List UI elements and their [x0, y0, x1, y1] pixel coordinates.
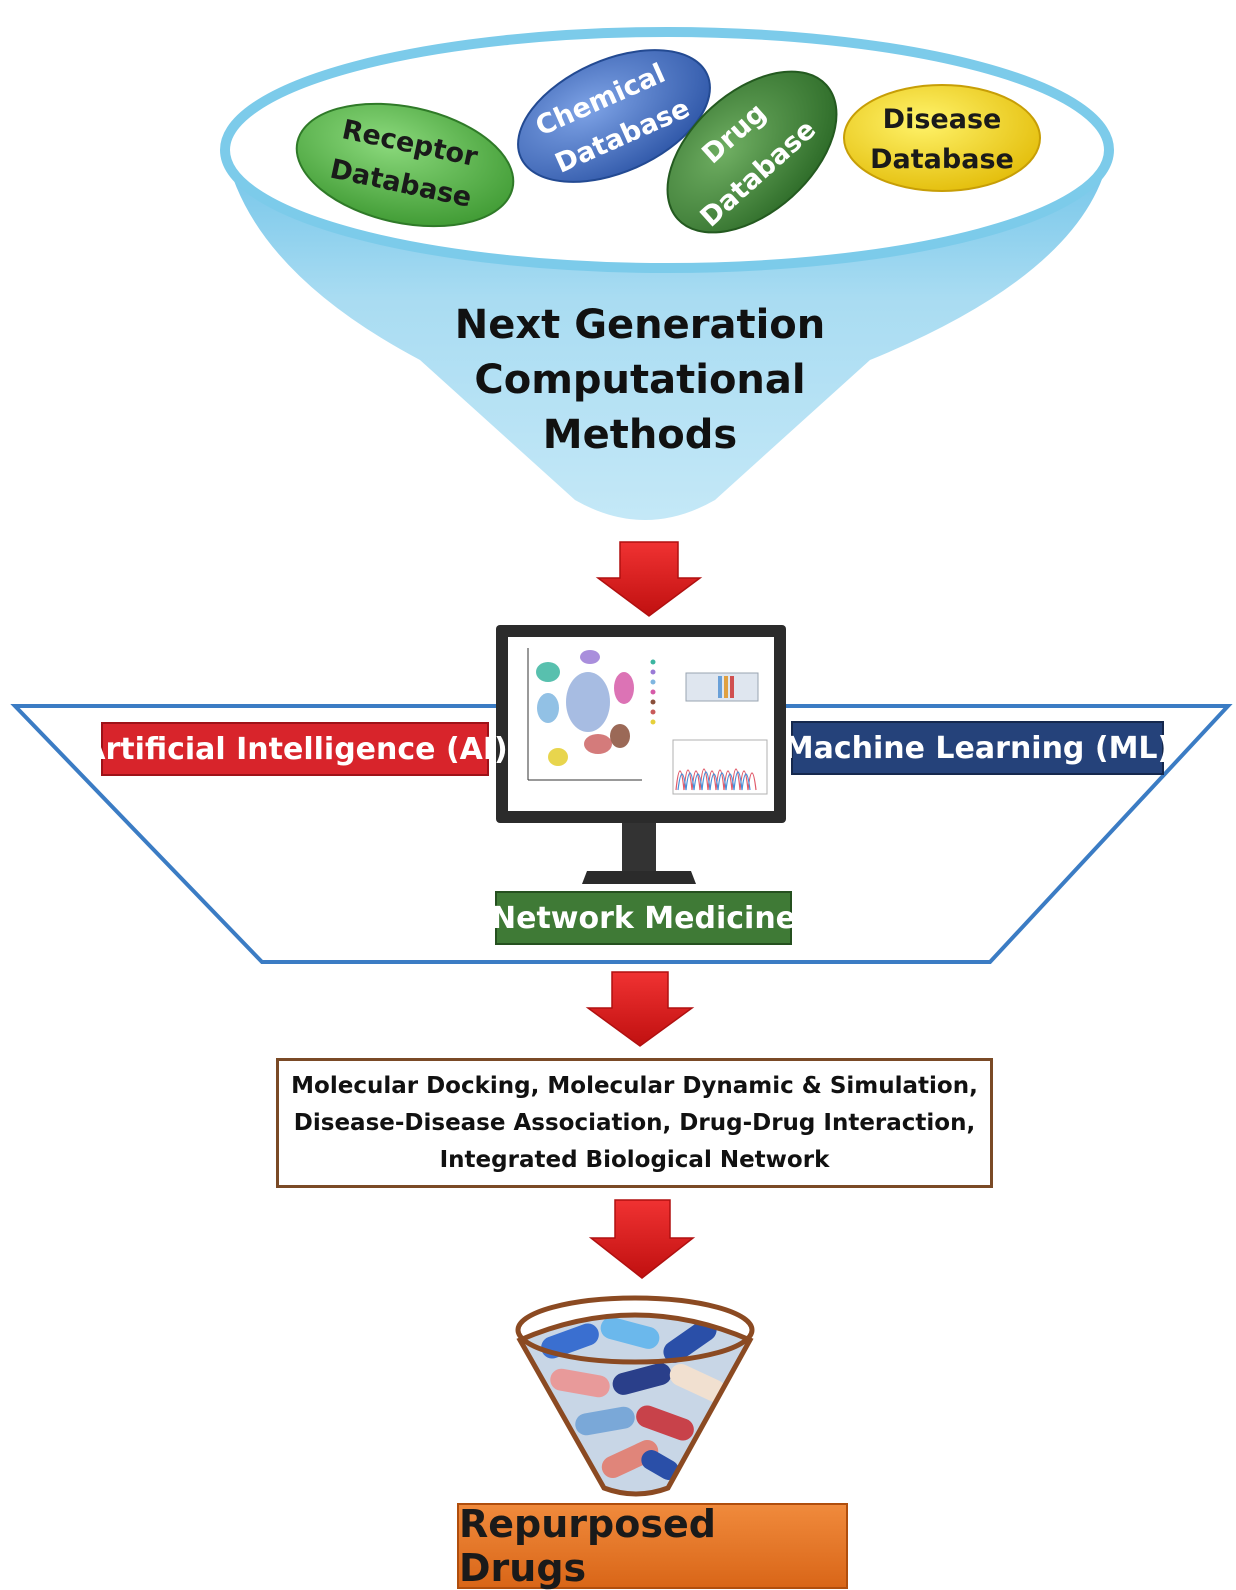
- repurposed-drugs-label: Repurposed Drugs: [457, 1502, 848, 1590]
- funnel-title-line-3: Methods: [542, 412, 738, 458]
- funnel-title-line-2: Computational: [474, 357, 806, 403]
- network-medicine-label: Network Medicine: [491, 891, 796, 945]
- bar-thumbnail: [685, 672, 759, 702]
- down-arrow-2: [585, 971, 695, 1047]
- down-arrow-3: [588, 1199, 696, 1279]
- monitor-icon: [496, 625, 786, 884]
- ml-label: Machine Learning (ML): [784, 721, 1171, 775]
- ai-label: Artificial Intelligence (AI): [82, 722, 508, 776]
- disease-database-label-1: Disease: [883, 104, 1002, 135]
- methods-line-1: Molecular Docking, Molecular Dynamic & S…: [291, 1072, 978, 1099]
- funnel-title-line-1: Next Generation: [454, 302, 826, 348]
- funnel-title: Next Generation Computational Methods: [400, 298, 880, 463]
- chemical-database-ellipse: [517, 49, 711, 183]
- legend-thumbnail: [650, 659, 656, 725]
- capsule-funnel-icon: [515, 1295, 755, 1497]
- disease-database-label-2: Database: [870, 144, 1014, 175]
- techniques-trapezoid: [10, 704, 1233, 964]
- chromatogram-thumbnail: [672, 739, 768, 795]
- receptor-database-ellipse: [295, 102, 515, 228]
- methods-line-2: Disease-Disease Association, Drug-Drug I…: [293, 1109, 976, 1136]
- methods-box: Molecular Docking, Molecular Dynamic & S…: [276, 1058, 993, 1188]
- down-arrow-1: [595, 541, 703, 617]
- drug-database-ellipse: [666, 70, 838, 234]
- methods-line-3: Integrated Biological Network: [439, 1146, 830, 1173]
- scatter-plot-thumbnail: [527, 648, 642, 781]
- disease-database-ellipse: [843, 84, 1041, 192]
